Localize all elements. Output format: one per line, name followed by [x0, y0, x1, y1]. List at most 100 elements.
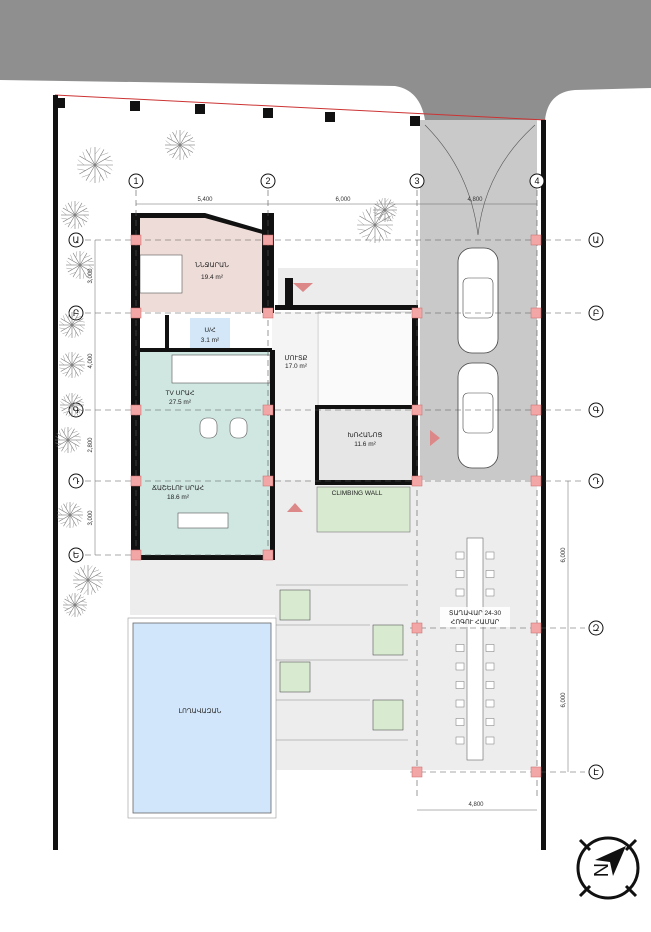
column	[411, 404, 423, 416]
axis-right-4-label: Դ	[593, 476, 600, 486]
fence-post	[130, 101, 140, 111]
axis-right-6-label: Է	[593, 767, 599, 777]
chair	[485, 588, 495, 597]
axis-right-3-label: Գ	[593, 405, 600, 415]
bathroom-name: Ս/Հ	[204, 326, 216, 334]
dim-top-3: 4,800	[467, 197, 483, 203]
bed	[139, 254, 183, 294]
chair	[455, 551, 465, 560]
dim-bottom: 4,800	[468, 802, 484, 808]
tree-icon	[60, 393, 84, 417]
stairs	[317, 311, 414, 408]
tree-icon	[77, 147, 113, 183]
column	[530, 234, 542, 246]
chair	[485, 551, 495, 560]
chair	[485, 570, 495, 578]
tree-icon	[373, 198, 397, 222]
steps	[276, 584, 408, 741]
pavilion-table	[466, 537, 484, 761]
dining-area: 18.6 m²	[167, 494, 190, 501]
trees	[55, 130, 397, 617]
tree-icon	[66, 251, 94, 279]
tree-icon	[73, 565, 103, 595]
north-label: N	[591, 863, 613, 877]
axis-left-5: Ե	[68, 547, 84, 563]
dining-name: ՃԱՇԵԼՈՒ ՍՐԱՀ	[152, 484, 204, 492]
entrance-marker	[430, 430, 440, 446]
column	[411, 622, 423, 634]
axis-right-3: Գ	[588, 402, 604, 418]
column	[262, 475, 274, 487]
fence-post	[195, 104, 205, 114]
axis-left-4: Դ	[68, 473, 84, 489]
axis-top-2-label: 2	[265, 176, 270, 186]
chair	[485, 662, 495, 671]
dim-left-4: 3,000	[88, 510, 94, 526]
chair	[455, 570, 465, 578]
tree-icon	[59, 352, 85, 378]
tree-icon	[357, 207, 393, 243]
tree-icon	[165, 130, 195, 160]
tree-icon	[63, 593, 87, 617]
north-arrow-icon: N	[576, 836, 640, 900]
dim-right-2: 6,000	[561, 692, 567, 708]
column	[130, 234, 142, 246]
axis-right-5: Զ	[588, 620, 604, 636]
gate-swing	[424, 124, 536, 236]
chair	[485, 736, 495, 745]
dim-left-3: 2,800	[88, 437, 94, 453]
tree-icon	[57, 502, 83, 528]
fence-posts	[55, 98, 420, 126]
axis-top-2: 2	[260, 173, 276, 189]
hall-name: ՄՈՒՏՔ	[285, 354, 308, 362]
axis-left-2-label: Բ	[73, 308, 80, 318]
dim-top-2: 6,000	[335, 197, 351, 203]
column	[530, 622, 542, 634]
entrance-hall	[272, 312, 317, 480]
column	[262, 234, 274, 246]
axis-right-1-label: Ա	[593, 235, 600, 245]
column	[411, 475, 423, 487]
fence-post	[325, 112, 335, 122]
pool-label: ԼՈՂԱՎԱԶԱՆ	[179, 707, 222, 715]
chair	[485, 644, 495, 652]
axis-top-4-label: 4	[534, 176, 539, 186]
kitchen-name: ԽՈՀԱՆՈՑ	[348, 431, 383, 439]
chair	[485, 681, 495, 689]
column	[130, 307, 142, 319]
dimension-lines	[94, 203, 569, 811]
dim-right-1: 6,000	[561, 547, 567, 563]
climbing-wall-area	[316, 486, 411, 533]
dim-left-1: 3,000	[88, 268, 94, 284]
pool	[132, 622, 272, 814]
pavilion-chairs	[455, 551, 495, 745]
armchair	[229, 417, 248, 439]
axis-top-3: 3	[409, 173, 425, 189]
hall-area: 17.0 m²	[285, 363, 308, 370]
chair	[455, 699, 465, 708]
column	[262, 404, 274, 416]
car	[457, 362, 499, 469]
chair	[485, 699, 495, 708]
axis-right-2: Բ	[588, 305, 604, 321]
axis-left-3-label: Գ	[73, 405, 80, 415]
kitchen	[318, 408, 412, 480]
columns	[130, 234, 542, 778]
column	[411, 307, 423, 319]
chair	[455, 681, 465, 689]
chair	[455, 718, 465, 726]
column	[530, 307, 542, 319]
chair	[455, 736, 465, 745]
grid-lines	[85, 190, 585, 800]
column	[130, 475, 142, 487]
bedroom-area: 19.4 m²	[201, 274, 224, 281]
axis-right-1: Ա	[588, 232, 604, 248]
fence-post	[263, 108, 273, 118]
pavilion-label-1: ՏԱՂԱՎԱՐ 24-30	[449, 609, 502, 617]
bathroom-area: 3.1 m²	[201, 337, 220, 344]
boundary-wall-left	[53, 95, 58, 850]
sofa	[171, 354, 271, 384]
column	[262, 307, 274, 319]
bedroom-name: ՆՆՋԱՐԱՆ	[195, 261, 229, 269]
